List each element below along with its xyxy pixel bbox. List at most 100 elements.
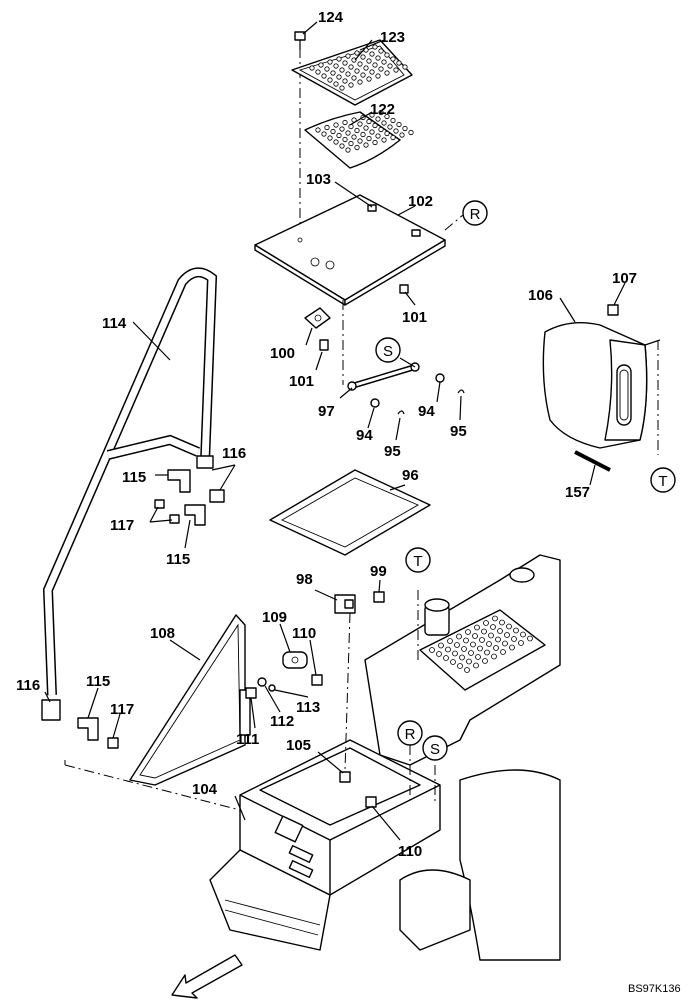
perforation-hole — [366, 135, 372, 142]
bolt-107 — [607, 304, 619, 316]
callout-124: 124 — [318, 9, 344, 26]
perforation-hole — [482, 658, 488, 664]
callout-115-b: 115 — [166, 551, 190, 568]
perforation-hole — [384, 70, 390, 76]
perforation-hole — [351, 75, 357, 81]
cover-plate-102 — [254, 194, 446, 306]
perforated-plate-122 — [304, 109, 414, 169]
perforation-hole — [502, 640, 508, 647]
perforation-hole — [354, 144, 360, 151]
direction-arrow-icon — [171, 954, 243, 999]
perforation-hole — [327, 59, 333, 65]
perforation-hole — [366, 76, 372, 82]
svg-text:S: S — [430, 741, 440, 758]
perforation-hole — [499, 619, 505, 626]
perforation-hole — [384, 113, 390, 120]
perforation-hole — [348, 64, 354, 70]
svg-text:T: T — [658, 473, 667, 490]
diagram-code: BS97K136 — [628, 983, 681, 995]
ref-circle-t-mid: T — [405, 547, 431, 573]
callout-98: 98 — [296, 571, 313, 588]
perforation-hole — [461, 646, 467, 652]
callout-111: 111 — [236, 731, 259, 748]
perforation-hole — [360, 54, 366, 60]
perforation-hole — [357, 79, 363, 85]
perforation-hole — [342, 60, 348, 66]
perforation-hole — [493, 645, 499, 651]
perforation-hole — [454, 642, 460, 648]
perforation-hole — [333, 81, 339, 87]
perforation-hole — [387, 63, 393, 69]
perforation-hole — [402, 64, 408, 70]
bolt-124 — [294, 31, 306, 50]
perforation-hole — [457, 663, 463, 669]
seal-157 — [574, 450, 611, 472]
perforation-hole — [468, 650, 474, 656]
perforation-hole — [381, 137, 387, 143]
perforation-hole — [339, 67, 345, 73]
perforation-hole — [438, 642, 444, 649]
callout-94-b: 94 — [418, 403, 435, 420]
perforation-hole — [342, 136, 348, 143]
perforation-hole — [393, 128, 399, 134]
svg-text:R: R — [470, 206, 481, 223]
perforation-hole — [378, 48, 384, 54]
callout-110-b: 110 — [398, 843, 422, 860]
perforation-hole — [497, 628, 503, 634]
perforation-hole — [495, 636, 501, 643]
perforation-hole — [381, 120, 387, 126]
callout-105: 105 — [286, 737, 311, 754]
perforation-hole — [484, 649, 490, 656]
perforation-hole — [466, 658, 472, 665]
callout-106: 106 — [528, 287, 553, 304]
callout-116-a: 116 — [222, 445, 246, 462]
ref-circle-s-top: S — [375, 337, 401, 363]
perforation-hole — [500, 649, 506, 655]
perforation-hole — [369, 51, 375, 57]
perforation-hole — [390, 56, 396, 62]
callout-95-b: 95 — [450, 423, 467, 440]
perforation-hole — [396, 60, 402, 66]
perforation-hole — [351, 57, 357, 63]
perforation-hole — [381, 59, 387, 65]
perforation-hole — [357, 61, 363, 67]
perforation-hole — [315, 69, 321, 75]
callout-123: 123 — [380, 29, 405, 46]
callouts: 124 123 122 103 102 114 107 106 101 100 … — [16, 9, 681, 995]
callout-122: 122 — [370, 101, 395, 118]
perforation-hole — [443, 655, 449, 661]
perforation-hole — [360, 72, 366, 78]
perforation-hole — [445, 646, 451, 653]
perforation-hole — [324, 124, 330, 131]
svg-text:S: S — [383, 343, 393, 360]
perforation-hole — [479, 637, 485, 643]
perforation-hole — [351, 134, 357, 140]
perforation-hole — [384, 52, 390, 58]
perforation-hole — [342, 119, 348, 126]
perforation-hole — [527, 635, 533, 642]
callout-113: 113 — [296, 699, 320, 716]
perforation-hole — [330, 70, 336, 76]
perforation-hole — [481, 628, 487, 635]
perforation-hole — [436, 651, 442, 657]
perforation-hole — [360, 131, 366, 138]
perforation-hole — [330, 128, 336, 135]
callout-117-a: 117 — [110, 517, 134, 534]
svg-text:T: T — [413, 553, 422, 570]
callout-103: 103 — [306, 171, 331, 188]
perforation-hole — [333, 139, 339, 145]
leader-lines — [44, 21, 626, 841]
clamp-116-upper — [196, 455, 225, 503]
callout-157: 157 — [565, 484, 590, 501]
perforation-hole — [518, 640, 524, 646]
perforation-hole — [363, 142, 369, 148]
side-cover-106 — [542, 322, 648, 449]
perforation-hole — [387, 124, 393, 130]
bracket-100 — [304, 307, 331, 329]
perforation-hole — [366, 118, 372, 125]
callout-109: 109 — [262, 609, 287, 626]
callout-96: 96 — [402, 467, 419, 484]
perforation-hole — [447, 638, 453, 644]
callout-107: 107 — [612, 270, 637, 287]
